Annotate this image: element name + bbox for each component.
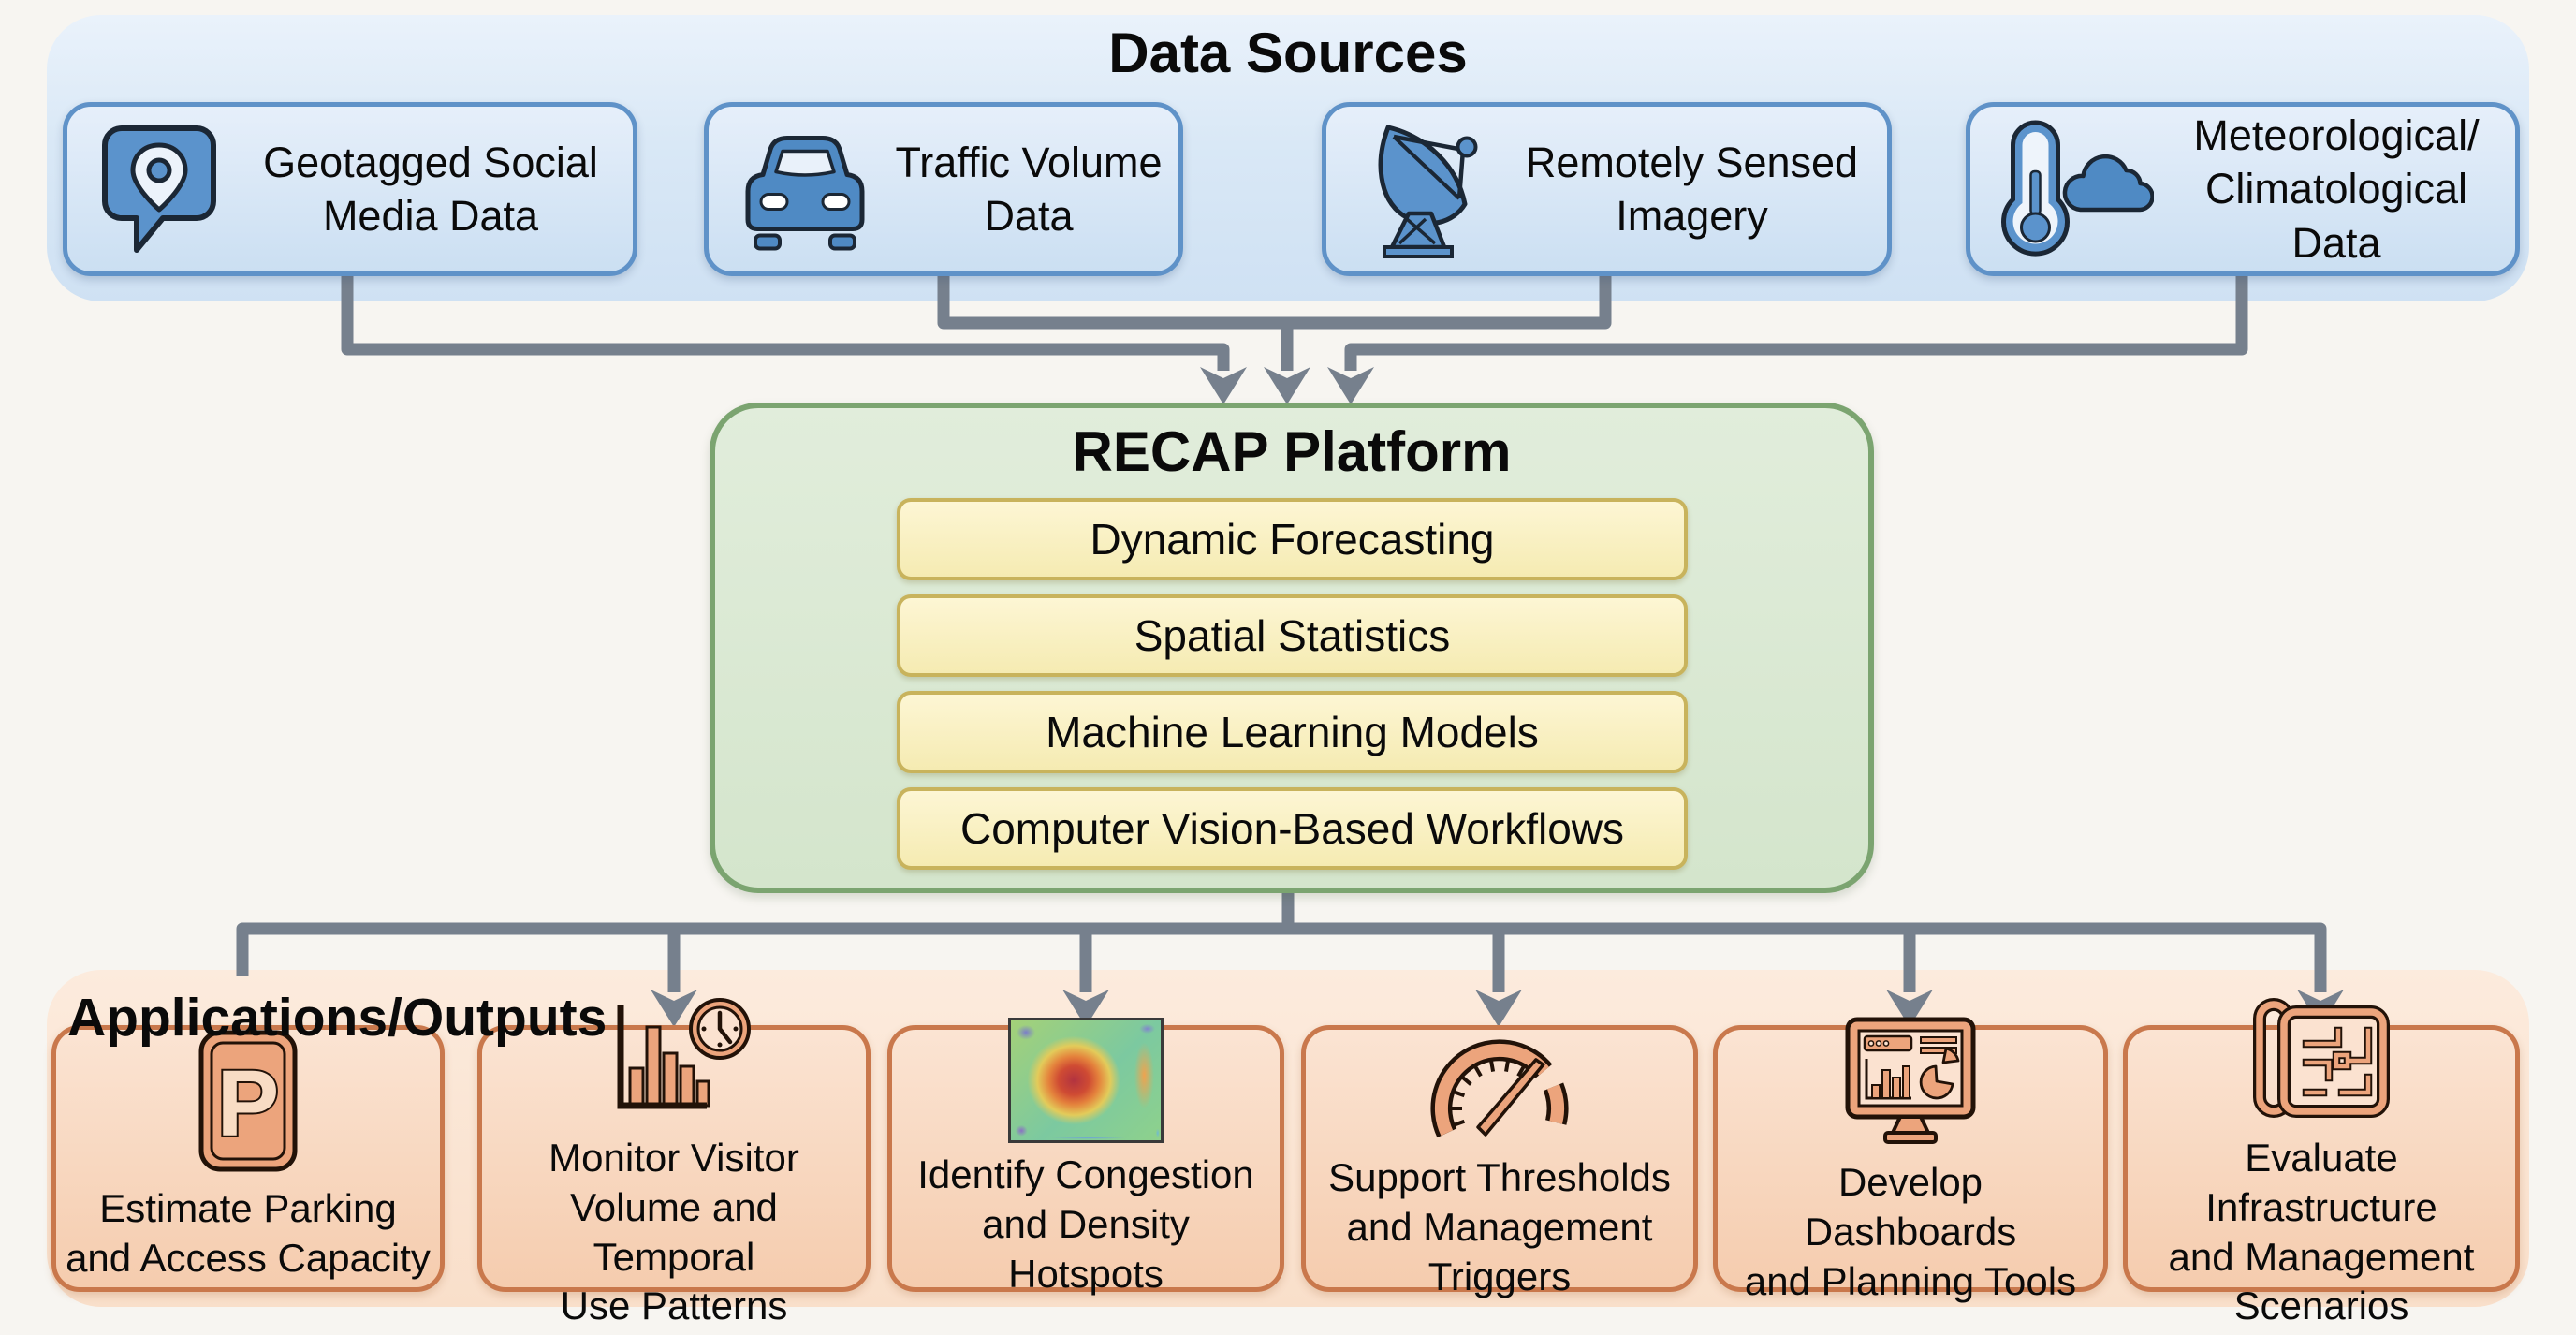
dashboard-monitor-icon (1831, 1010, 1990, 1151)
app-box-infrastructure-scenarios: Evaluate Infrastructure and Management S… (2123, 997, 2520, 1328)
source-label: Traffic Volume Data (895, 138, 1163, 240)
source-label: Geotagged Social Media Data (263, 138, 598, 240)
platform-component-spatial-statistics: Spatial Statistics (897, 594, 1688, 677)
source-box-geotagged-social-media: Geotagged Social Media Data (63, 102, 637, 276)
source-box-remotely-sensed: Remotely Sensed Imagery (1322, 102, 1892, 276)
parking-sign-icon: P (178, 1030, 318, 1177)
data-sources-title: Data Sources (1108, 22, 1468, 84)
app-box-dashboards-planning: Develop Dashboards and Planning Tools (1713, 1017, 2108, 1303)
heatmap-icon (1008, 1018, 1164, 1144)
platform-title: RECAP Platform (1072, 420, 1512, 483)
source-box-meteorological: Meteorological/ Climatological Data (1966, 102, 2520, 276)
blueprint-icon (2247, 986, 2396, 1126)
platform-component-computer-vision: Computer Vision-Based Workflows (897, 787, 1688, 870)
platform-component-machine-learning: Machine Learning Models (897, 691, 1688, 773)
app-label: Monitor Visitor Volume and Temporal Use … (549, 1135, 799, 1328)
app-label: Estimate Parking and Access Capacity (66, 1185, 431, 1280)
platform-component-dynamic-forecasting: Dynamic Forecasting (897, 498, 1688, 580)
meteorological-icon (1997, 117, 2155, 262)
app-label: Evaluate Infrastructure and Management S… (2168, 1135, 2475, 1328)
app-label: Identify Congestion and Density Hotspots (917, 1152, 1254, 1296)
app-box-thresholds-triggers: Support Thresholds and Management Trigge… (1301, 1025, 1698, 1298)
traffic-volume-icon (735, 119, 875, 259)
app-box-monitor-visitor-volume: Monitor Visitor Volume and Temporal Use … (477, 997, 871, 1328)
applications-title: Applications/Outputs (67, 988, 607, 1048)
app-box-parking-capacity: P Estimate Parking and Access Capacity (51, 1025, 445, 1292)
app-label: Develop Dashboards and Planning Tools (1744, 1160, 2077, 1303)
svg-text:P: P (217, 1051, 280, 1156)
app-label: Support Thresholds and Management Trigge… (1328, 1155, 1671, 1298)
source-box-traffic-volume: Traffic Volume Data (704, 102, 1183, 276)
applications-panel (47, 970, 2529, 1307)
gauge-icon (1420, 1015, 1579, 1146)
source-label: Remotely Sensed Imagery (1525, 138, 1859, 240)
bar-chart-clock-icon (593, 986, 756, 1126)
source-label: Meteorological/ Climatological Data (2193, 111, 2480, 267)
app-box-congestion-hotspots: Identify Congestion and Density Hotspots (887, 1018, 1284, 1296)
remotely-sensed-icon (1353, 116, 1493, 263)
geotagged-social-media-icon (94, 117, 225, 262)
